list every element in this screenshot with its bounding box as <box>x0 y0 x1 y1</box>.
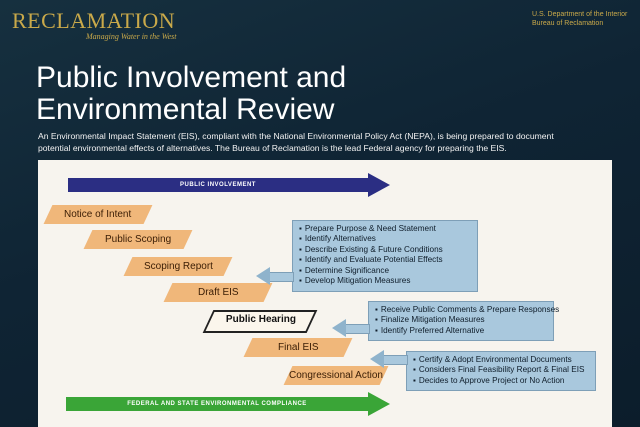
box-item: Certify & Adopt Environmental Documents <box>413 355 589 365</box>
public-involvement-arrow-head <box>368 173 390 197</box>
box-item: Considers Final Feasibility Report & Fin… <box>413 365 589 375</box>
step-label: Public Scoping <box>104 234 172 245</box>
congressional-connector-arrow <box>370 350 408 368</box>
step-congressional-action: Congressional Action <box>283 366 389 385</box>
compliance-label: FEDERAL AND STATE ENVIRONMENTAL COMPLIAN… <box>127 401 307 407</box>
congressional-tasks-box: Certify & Adopt Environmental Documents … <box>406 351 596 391</box>
public-involvement-arrow: PUBLIC INVOLVEMENT <box>68 173 390 197</box>
compliance-arrow-head <box>368 392 390 416</box>
connector-tip <box>370 350 384 368</box>
box-item: Describe Existing & Future Conditions <box>299 245 471 255</box>
box-item: Determine Significance <box>299 266 471 276</box>
hearing-tasks-box: Receive Public Comments & Prepare Respon… <box>368 301 559 341</box>
intro-text: An Environmental Impact Statement (EIS),… <box>38 130 618 154</box>
connector-tip <box>332 319 346 337</box>
page-title: Public Involvement and Environmental Rev… <box>36 62 456 126</box>
box-item: Finalize Mitigation Measures <box>375 315 547 325</box>
hearing-connector-arrow <box>332 319 370 337</box>
compliance-arrow-shaft <box>66 397 368 411</box>
box-item: Receive Public Comments & Prepare Respon… <box>375 305 559 315</box>
public-involvement-arrow-shaft <box>68 178 368 192</box>
intro-line-1: An Environmental Impact Statement (EIS),… <box>38 131 554 141</box>
reclamation-logo: RECLAMATION Managing Water in the West <box>12 8 177 42</box>
scoping-connector-arrow <box>256 267 294 285</box>
step-label: Scoping Report <box>143 261 213 272</box>
scoping-tasks-box: Prepare Purpose & Need Statement Identif… <box>292 220 478 292</box>
connector-shaft <box>382 355 408 365</box>
step-label: Final EIS <box>277 342 319 353</box>
connector-tip <box>256 267 270 285</box>
box-item: Identify Preferred Alternative <box>375 326 547 336</box>
title-line-1: Public Involvement and <box>36 61 347 94</box>
step-public-hearing: Public Hearing <box>202 310 318 333</box>
agency-line-1: U.S. Department of the Interior <box>532 11 628 18</box>
public-involvement-label: PUBLIC INVOLVEMENT <box>180 182 256 188</box>
box-item: Prepare Purpose & Need Statement <box>299 224 471 234</box>
connector-shaft <box>268 272 294 282</box>
box-item: Develop Mitigation Measures <box>299 276 471 286</box>
process-diagram: PUBLIC INVOLVEMENT Notice of Intent Publ… <box>38 160 612 427</box>
box-item: Identify and Evaluate Potential Effects <box>299 255 471 265</box>
box-item: Identify Alternatives <box>299 234 471 244</box>
title-line-2: Environmental Review <box>36 93 335 126</box>
step-label: Public Hearing <box>225 314 296 325</box>
step-public-scoping: Public Scoping <box>83 230 193 249</box>
step-draft-eis: Draft EIS <box>163 283 273 302</box>
agency-block: U.S. Department of the Interior Bureau o… <box>532 10 627 28</box>
step-scoping-report: Scoping Report <box>123 257 233 276</box>
compliance-arrow: FEDERAL AND STATE ENVIRONMENTAL COMPLIAN… <box>66 392 390 416</box>
logo-text: RECLAMATION <box>12 8 176 33</box>
step-label: Notice of Intent <box>64 209 132 220</box>
intro-line-2: potential environmental effects of alter… <box>38 143 507 153</box>
step-label: Draft EIS <box>197 287 239 298</box>
step-notice-of-intent: Notice of Intent <box>43 205 153 224</box>
connector-shaft <box>344 324 370 334</box>
box-item: Decides to Approve Project or No Action <box>413 376 589 386</box>
logo-tagline: Managing Water in the West <box>86 32 177 41</box>
step-label: Congressional Action <box>289 370 383 381</box>
agency-line-2: Bureau of Reclamation <box>532 20 604 27</box>
step-final-eis: Final EIS <box>243 338 353 357</box>
